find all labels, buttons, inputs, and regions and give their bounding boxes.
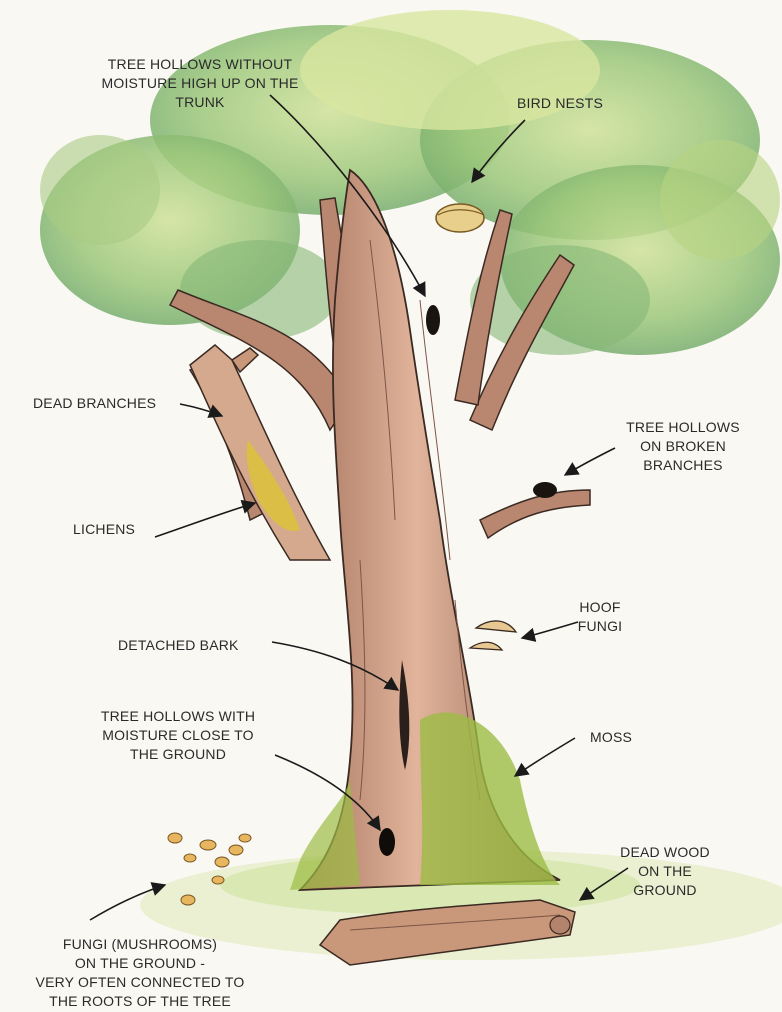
tree-hollow-low [379, 828, 395, 856]
label-lichens: LICHENS [73, 520, 173, 539]
arrow-moss [515, 738, 575, 776]
hoof-fungi [470, 621, 516, 650]
label-bird-nests: BIRD NESTS [490, 94, 630, 113]
tree-hollow-high [426, 305, 440, 335]
label-hoof-fungi: HOOF FUNGI [565, 598, 635, 636]
moss-patch [290, 713, 560, 891]
label-dead-branches: DEAD BRANCHES [33, 394, 203, 413]
label-fungi-ground: FUNGI (MUSHROOMS) ON THE GROUND - VERY O… [20, 935, 260, 1011]
bird-nest [436, 204, 484, 232]
label-tree-hollows-high: TREE HOLLOWS WITHOUT MOISTURE HIGH UP ON… [70, 55, 330, 112]
tree-hollow-broken-branch [533, 482, 557, 498]
label-dead-wood: DEAD WOOD ON THE GROUND [600, 843, 730, 900]
label-moss: MOSS [590, 728, 660, 747]
label-tree-hollows-broken: TREE HOLLOWS ON BROKEN BRANCHES [608, 418, 758, 475]
label-detached-bark: DETACHED BARK [118, 636, 278, 655]
label-tree-hollows-low: TREE HOLLOWS WITH MOISTURE CLOSE TO THE … [78, 707, 278, 764]
